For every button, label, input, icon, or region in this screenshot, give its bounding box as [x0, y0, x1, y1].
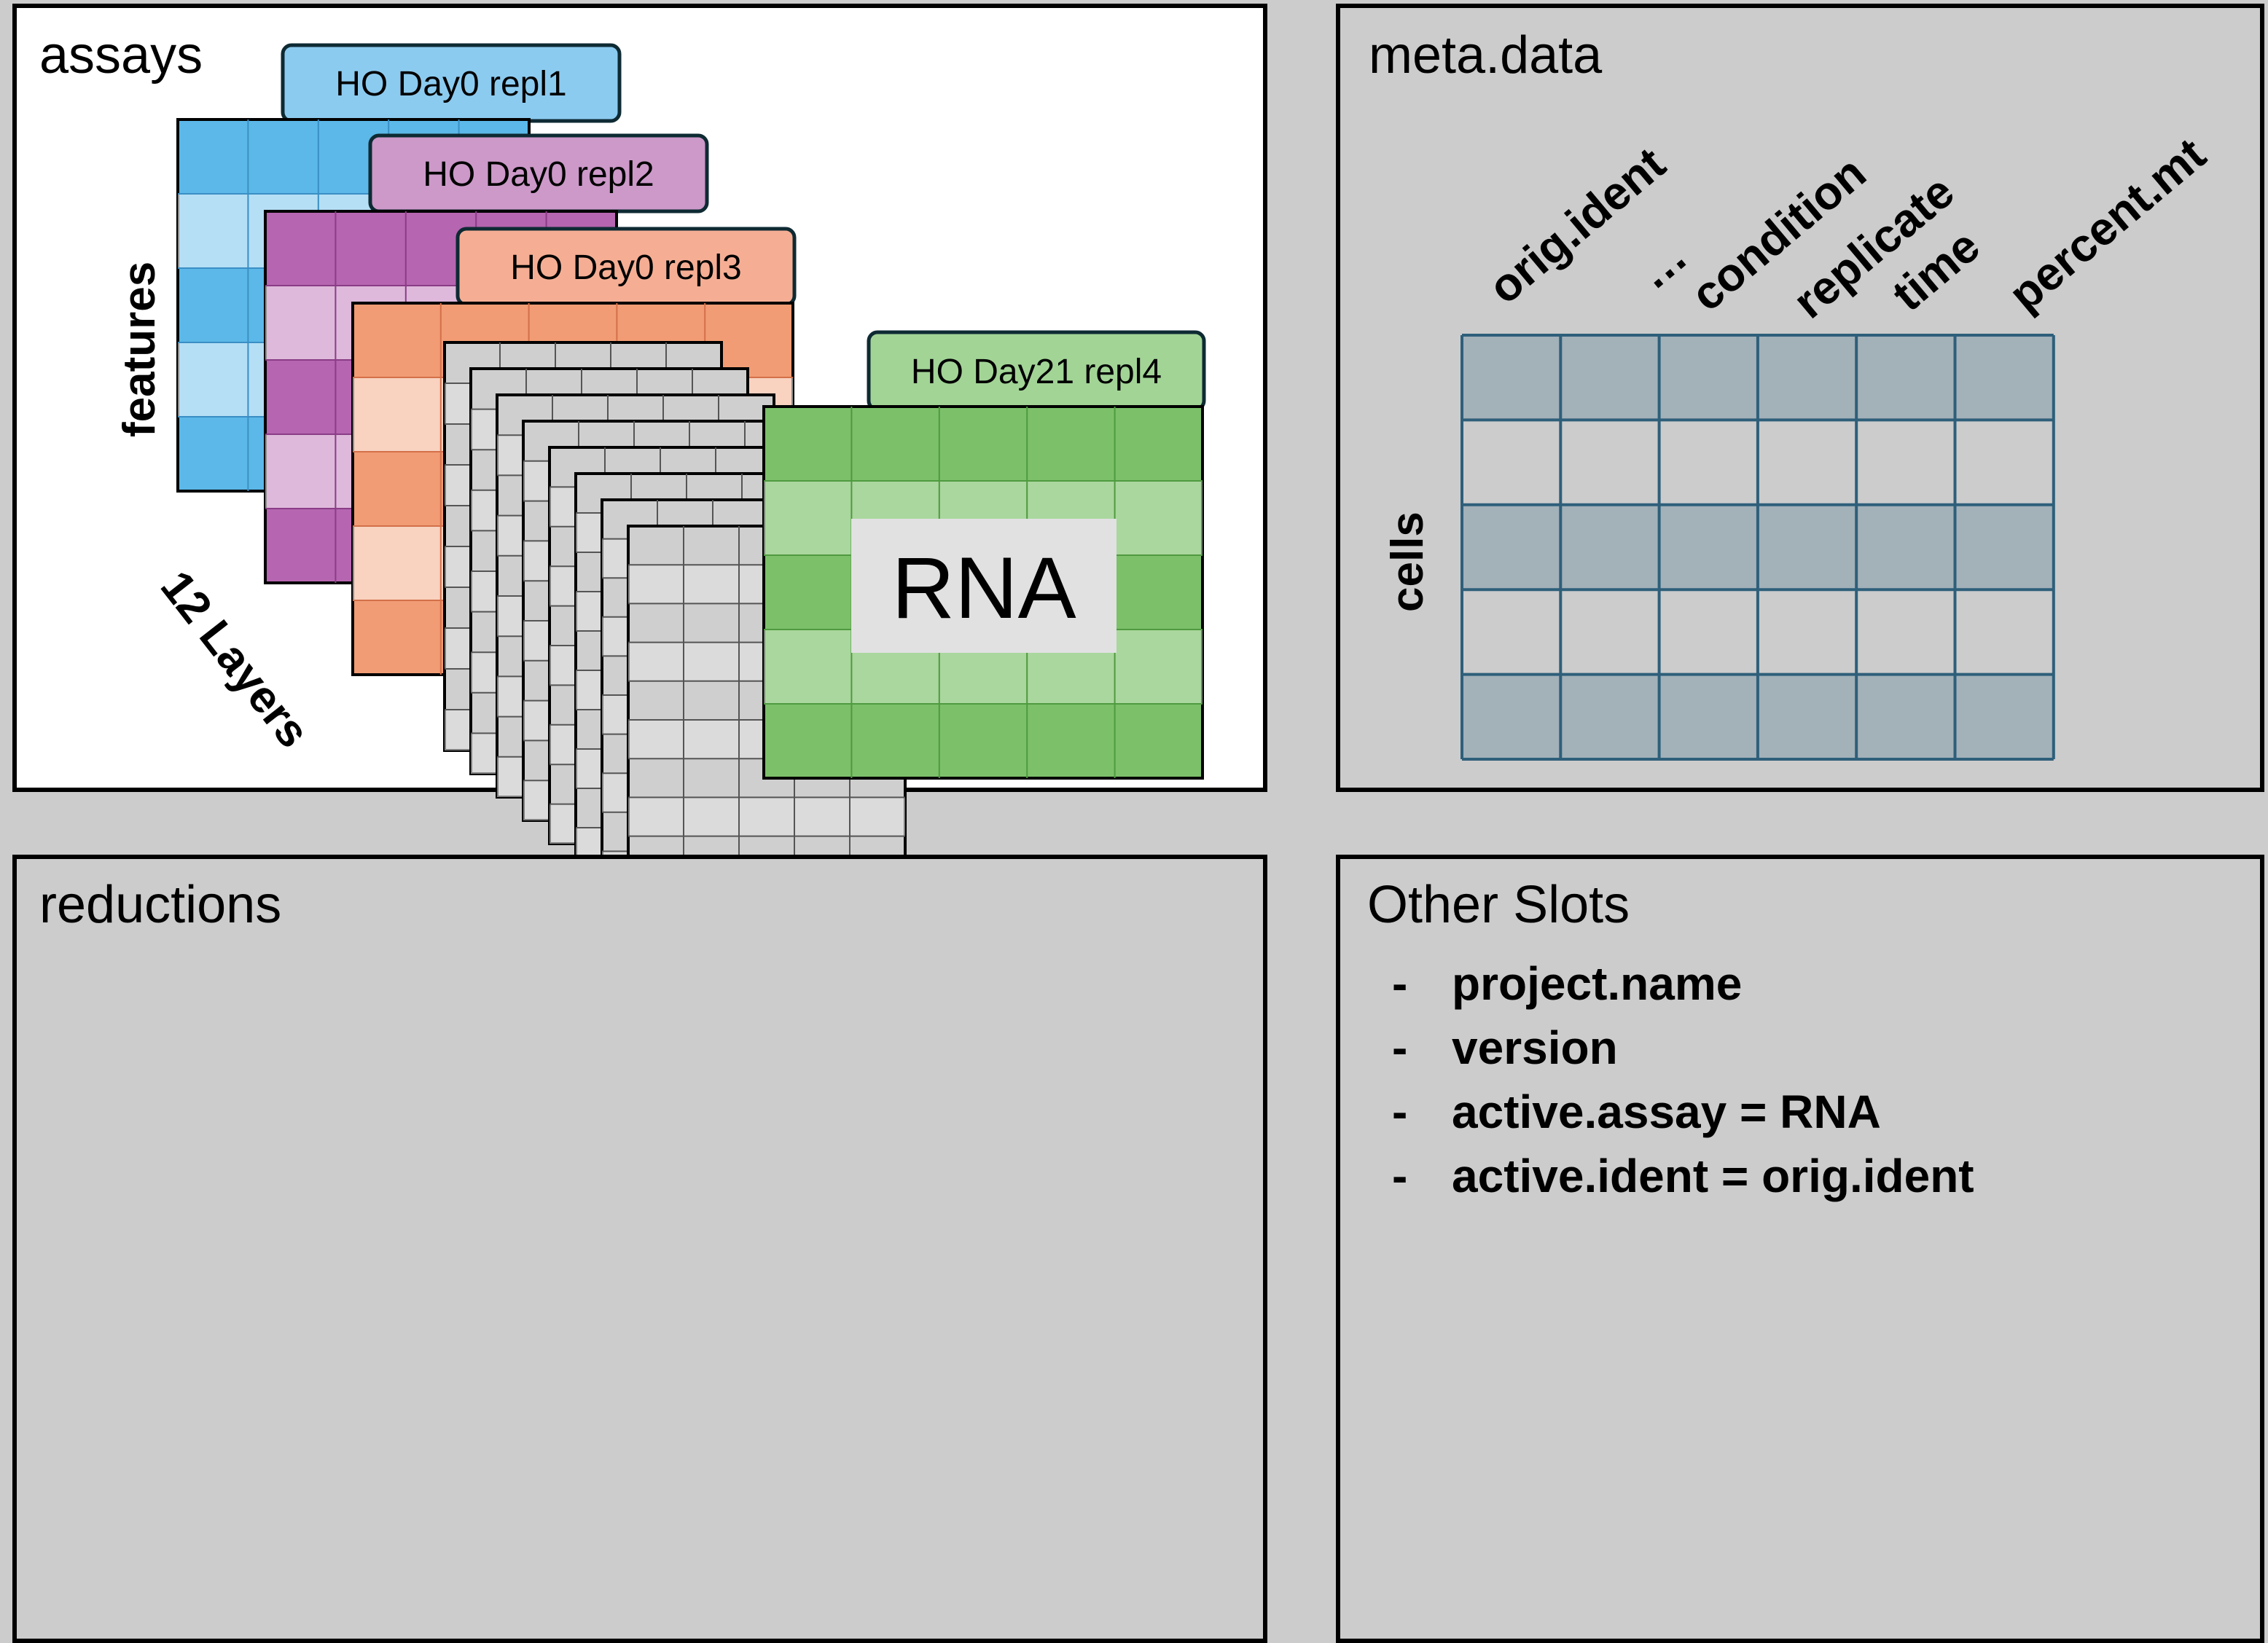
slot-bullet: -: [1392, 957, 1407, 1010]
reductions-panel: reductions: [12, 855, 1267, 1643]
cells-label: cells: [1383, 511, 1433, 612]
other-slots-title: Other Slots: [1367, 876, 1630, 934]
slot-bullet: -: [1392, 1086, 1407, 1138]
rna-label: RNA: [891, 539, 1076, 637]
layer-tab-4-label: HO Day21 repl4: [911, 353, 1162, 391]
slot-bullet: -: [1392, 1022, 1407, 1074]
layer-tab-2-label: HO Day0 repl2: [423, 155, 654, 194]
meta-data-title: meta.data: [1369, 26, 1603, 85]
meta-data-table: [1460, 334, 2055, 761]
slot-bullet: -: [1392, 1150, 1407, 1202]
assay-layers-stack: HO Day0 repl1 HO Day0 repl2 HO Day0 repl3H…: [176, 43, 1206, 915]
other-slots-panel-frame: [1336, 855, 2264, 1643]
grey-layer-8-row: [628, 797, 905, 836]
layer-tab-3-label: HO Day0 repl3: [510, 248, 741, 287]
slot-item: active.ident = orig.ident: [1452, 1150, 1974, 1202]
features-label: features: [114, 262, 165, 437]
slot-item: version: [1452, 1022, 1618, 1074]
slot-item: active.assay = RNA: [1452, 1086, 1881, 1138]
reductions-panel-frame: [12, 855, 1267, 1643]
layer-tab-1-label: HO Day0 repl1: [335, 65, 566, 103]
assays-panel: assays features 12 Layers HO Day0 repl1H…: [12, 4, 1267, 915]
slot-item: project.name: [1452, 957, 1742, 1010]
rna-label-box: [851, 519, 1117, 653]
other-slots-list: -project.name-version-active.assay = RNA…: [1392, 957, 1974, 1202]
assays-title: assays: [39, 26, 203, 85]
other-slots-panel: Other Slots -project.name-version-active…: [1336, 855, 2264, 1643]
reductions-title: reductions: [39, 876, 281, 934]
meta-data-panel: meta.data cells orig.ident…conditionrepl…: [1336, 4, 2264, 792]
